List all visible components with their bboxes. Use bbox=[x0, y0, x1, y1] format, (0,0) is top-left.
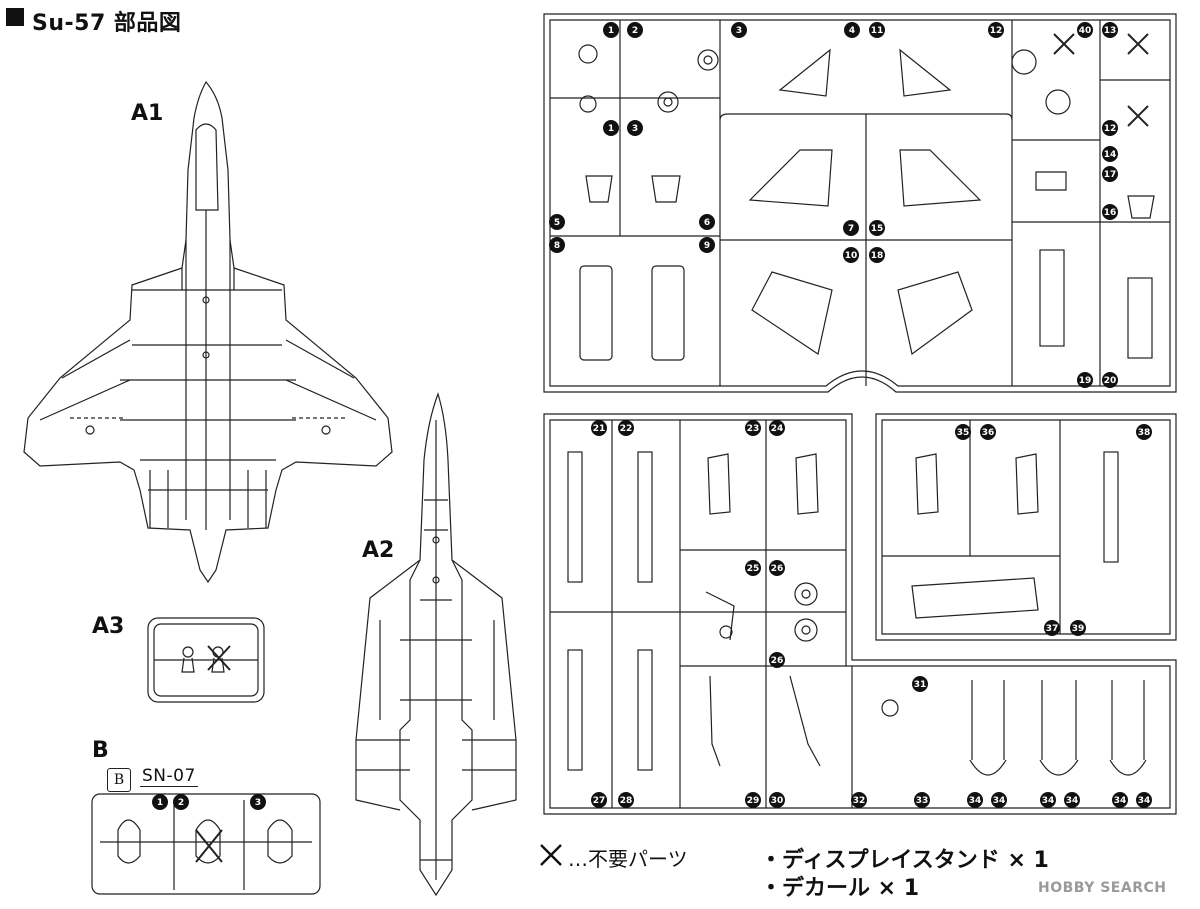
part-label: 35 bbox=[957, 428, 970, 438]
part-label: 23 bbox=[747, 424, 760, 434]
part-label: 26 bbox=[771, 656, 784, 666]
part-label: 38 bbox=[1138, 428, 1151, 438]
sprue-b-tag: B bbox=[107, 768, 131, 792]
watermark: HOBBY SEARCH bbox=[1038, 880, 1167, 896]
accessory-decal: ・デカール × 1 bbox=[760, 876, 920, 901]
part-label: 1 bbox=[608, 26, 614, 36]
part-label: 1 bbox=[157, 798, 163, 808]
part-label: 39 bbox=[1072, 624, 1085, 634]
accessory-display-stand: ・ディスプレイスタンド × 1 bbox=[760, 848, 1049, 873]
part-label: 34 bbox=[969, 796, 982, 806]
part-label: 18 bbox=[871, 251, 884, 261]
part-label: 11 bbox=[871, 26, 884, 36]
part-label: 34 bbox=[1066, 796, 1079, 806]
part-label: 34 bbox=[1114, 796, 1127, 806]
part-label: 33 bbox=[916, 796, 929, 806]
part-label: 36 bbox=[982, 428, 995, 438]
part-label: 34 bbox=[993, 796, 1006, 806]
part-label: 22 bbox=[620, 424, 633, 434]
part-label: 12 bbox=[990, 26, 1003, 36]
part-label: 9 bbox=[704, 241, 710, 251]
part-label: 30 bbox=[771, 796, 784, 806]
sprue-b bbox=[91, 793, 321, 895]
part-label: 12 bbox=[1104, 124, 1117, 134]
part-label: 10 bbox=[845, 251, 858, 261]
part-label: 24 bbox=[771, 424, 784, 434]
part-label: 15 bbox=[871, 224, 884, 234]
section-label-b: B bbox=[92, 738, 109, 763]
part-label: 17 bbox=[1104, 170, 1117, 180]
part-label: 14 bbox=[1104, 150, 1117, 160]
part-label: 3 bbox=[632, 124, 638, 134]
part-label: 29 bbox=[747, 796, 760, 806]
part-label: 2 bbox=[178, 798, 184, 808]
x-mark-icon bbox=[540, 844, 562, 866]
part-label: 25 bbox=[747, 564, 760, 574]
page-title: Su-57 部品図 bbox=[32, 11, 182, 36]
sprue-a-upper-frame bbox=[543, 13, 1177, 393]
part-label: 37 bbox=[1046, 624, 1059, 634]
section-label-a3: A3 bbox=[92, 614, 125, 639]
part-label: 4 bbox=[849, 26, 855, 36]
aircraft-top-view-a1 bbox=[23, 80, 393, 584]
part-label: 1 bbox=[608, 124, 614, 134]
section-label-a2: A2 bbox=[362, 538, 395, 563]
part-label: 32 bbox=[853, 796, 866, 806]
part-label: 40 bbox=[1079, 26, 1092, 36]
part-label: 20 bbox=[1104, 376, 1117, 386]
aircraft-side-view-a2 bbox=[355, 392, 517, 897]
part-label: 13 bbox=[1104, 26, 1117, 36]
title-marker bbox=[6, 8, 24, 26]
part-label: 3 bbox=[736, 26, 742, 36]
sprue-b-code: SN-07 bbox=[140, 766, 198, 787]
part-label: 26 bbox=[771, 564, 784, 574]
part-label: 7 bbox=[848, 224, 854, 234]
part-label: 16 bbox=[1104, 208, 1117, 218]
part-label: 8 bbox=[554, 241, 560, 251]
legend-not-needed-text: …不要パーツ bbox=[568, 847, 688, 871]
part-label: 5 bbox=[554, 218, 560, 228]
part-label: 34 bbox=[1138, 796, 1151, 806]
part-label: 21 bbox=[593, 424, 606, 434]
part-label: 19 bbox=[1079, 376, 1092, 386]
part-number-markers bbox=[152, 22, 1152, 810]
part-label: 28 bbox=[620, 796, 633, 806]
part-label: 3 bbox=[255, 798, 261, 808]
sprue-a3 bbox=[147, 617, 265, 703]
part-label: 31 bbox=[914, 680, 927, 690]
sprue-a-lower-frame bbox=[543, 413, 1177, 815]
part-label: 6 bbox=[704, 218, 710, 228]
part-label: 27 bbox=[593, 796, 606, 806]
part-label: 2 bbox=[632, 26, 638, 36]
part-number-labels: 1 2 3 4 11 12 40 13 1 3 12 14 17 16 5 6 … bbox=[157, 26, 1150, 808]
section-label-a1: A1 bbox=[131, 101, 164, 126]
part-label: 34 bbox=[1042, 796, 1055, 806]
